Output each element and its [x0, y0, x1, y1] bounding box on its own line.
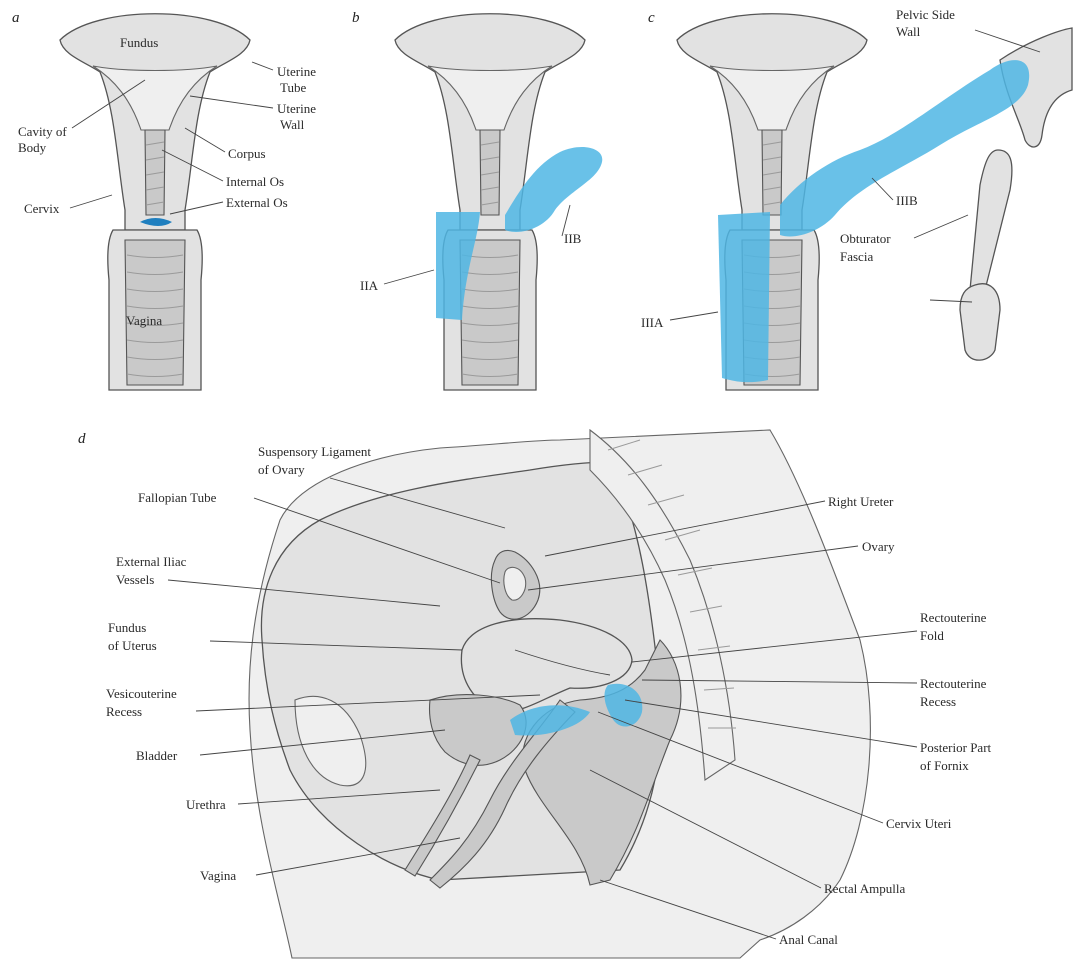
- label-suspensory-ligament-2: of Ovary: [258, 462, 305, 477]
- label-rectouterine-fold-1: Rectouterine: [920, 610, 987, 625]
- label-internal-os: Internal Os: [226, 174, 284, 189]
- ovary: [504, 567, 526, 600]
- obturator-bone-lower: [960, 284, 1000, 360]
- label-fundus-of-uterus-1: Fundus: [108, 620, 146, 635]
- label-right-ureter: Right Ureter: [828, 494, 894, 509]
- label-external-os: External Os: [226, 195, 288, 210]
- panel-b-letter: b: [352, 10, 360, 26]
- panel-a-letter: a: [12, 10, 20, 26]
- label-rectouterine-recess-2: Recess: [920, 694, 956, 709]
- label-vesicouterine-2: Recess: [106, 704, 142, 719]
- label-rectal-ampulla: Rectal Ampulla: [824, 881, 905, 896]
- label-uterine-wall-1: Uterine: [277, 101, 316, 116]
- label-suspensory-ligament-1: Suspensory Ligament: [258, 444, 371, 459]
- panel-c-tumor-iiia: [718, 212, 770, 382]
- label-pelvic-side-wall-2: Wall: [896, 24, 921, 39]
- label-external-iliac-1: External Iliac: [116, 554, 187, 569]
- label-cervix-uteri: Cervix Uteri: [886, 816, 952, 831]
- label-fundus: Fundus: [120, 35, 158, 50]
- obturator-bone: [970, 150, 1012, 298]
- label-cavity-of-body-2: Body: [18, 140, 47, 155]
- label-posterior-fornix-2: of Fornix: [920, 758, 969, 773]
- panel-c-letter: c: [648, 10, 655, 26]
- label-pelvic-side-wall-1: Pelvic Side: [896, 7, 955, 22]
- panel-b: b IIB IIA: [352, 10, 602, 390]
- label-posterior-fornix-1: Posterior Part: [920, 740, 992, 755]
- label-obturator-fascia-2: Fascia: [840, 249, 873, 264]
- label-iiia: IIIA: [641, 315, 664, 330]
- label-rectouterine-fold-2: Fold: [920, 628, 944, 643]
- panel-d-letter: d: [78, 431, 86, 447]
- label-vagina-d: Vagina: [200, 868, 236, 883]
- label-fundus-of-uterus-2: of Uterus: [108, 638, 157, 653]
- label-urethra: Urethra: [186, 797, 226, 812]
- label-uterine-wall-2: Wall: [280, 117, 305, 132]
- label-uterine-tube-2: Tube: [280, 80, 306, 95]
- label-bladder: Bladder: [136, 748, 178, 763]
- panel-d: d Suspensory Ligament of Ovary Fallopian…: [78, 430, 992, 958]
- panel-a: a Fundus Uterine Tube Uterine Wall Cavit…: [12, 10, 316, 390]
- label-cervix: Cervix: [24, 201, 60, 216]
- label-fallopian-tube: Fallopian Tube: [138, 490, 217, 505]
- label-anal-canal: Anal Canal: [779, 932, 838, 947]
- label-ovary: Ovary: [862, 539, 895, 554]
- label-iia: IIA: [360, 278, 379, 293]
- label-uterine-tube-1: Uterine: [277, 64, 316, 79]
- label-iiib: IIIB: [896, 193, 918, 208]
- label-iib: IIB: [564, 231, 582, 246]
- label-obturator-fascia-1: Obturator: [840, 231, 891, 246]
- label-rectouterine-recess-1: Rectouterine: [920, 676, 987, 691]
- label-external-iliac-2: Vessels: [116, 572, 154, 587]
- label-vagina-a: Vagina: [126, 313, 162, 328]
- label-corpus: Corpus: [228, 146, 266, 161]
- panel-c: c Pelvic Side Wall IIIB Obturator Fascia…: [641, 7, 1072, 390]
- label-cavity-of-body-1: Cavity of: [18, 124, 67, 139]
- label-vesicouterine-1: Vesicouterine: [106, 686, 177, 701]
